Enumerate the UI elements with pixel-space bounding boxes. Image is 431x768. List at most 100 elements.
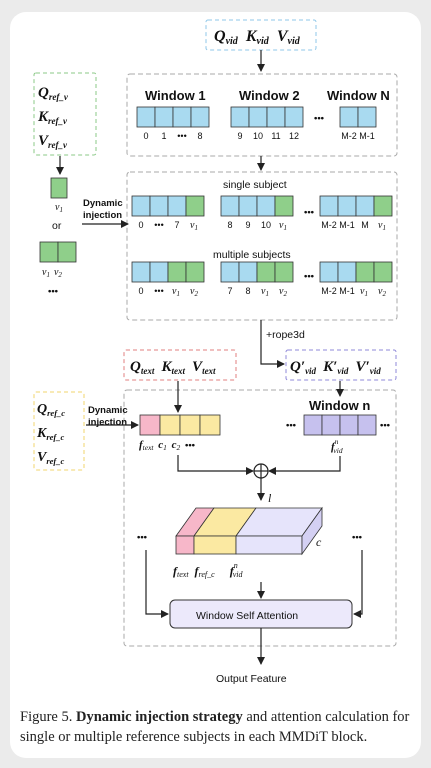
figure-card: Qvid Kvid Vvid Qref_v Kref_v Vref_v v1 o… <box>10 12 421 758</box>
single-subject-token <box>373 195 393 217</box>
single-subject-token-label: 8 <box>227 220 232 230</box>
caption-bold: Dynamic injection strategy <box>75 709 243 725</box>
window-token <box>230 106 250 128</box>
single-subject-token-label: M-1 <box>339 220 355 230</box>
window-self-attention-label: Window Self Attention <box>196 610 298 622</box>
single-subject-token <box>319 195 339 217</box>
rope3d-label: +rope3d <box>266 329 305 341</box>
ref-v-v: Vref_v <box>38 133 68 150</box>
arrow-rope3d <box>260 320 285 368</box>
multiple-subjects-token <box>274 261 294 283</box>
ref-token-v1 <box>50 177 68 199</box>
window-token-label: 12 <box>289 131 299 141</box>
caption-rest: and attention calculation for single or … <box>20 709 410 745</box>
tensor-dim-c: c <box>316 535 322 549</box>
multiple-subjects-token <box>355 261 375 283</box>
single-subject-token <box>167 195 187 217</box>
multiple-subjects-token-label: 7 <box>227 286 232 296</box>
single-subject-token <box>274 195 294 217</box>
video-window-group <box>126 73 398 157</box>
multiple-subjects-token-label: v2 <box>378 286 386 298</box>
diagram: Qvid Kvid Vvid Qref_v Kref_v Vref_v v1 o… <box>33 19 398 685</box>
multiple-subjects-token <box>256 261 276 283</box>
multiple-subjects-token-label: M-2 <box>321 286 337 296</box>
left-side-ellipsis: ••• <box>137 532 148 543</box>
multi-row-ellipsis: ••• <box>304 271 315 282</box>
ref-c-k: Kref_c <box>36 426 65 442</box>
window-token-label: 1 <box>161 131 166 141</box>
query-vid-label: Qvid Kvid Vvid <box>214 28 301 48</box>
window-token-label: 8 <box>197 131 202 141</box>
multiple-subjects-token <box>149 261 169 283</box>
window-token-label: M-1 <box>359 131 375 141</box>
multiple-subjects-token <box>373 261 393 283</box>
window-token <box>154 106 174 128</box>
single-subject-token <box>238 195 258 217</box>
output-feature-label: Output Feature <box>216 673 287 685</box>
vid-token-3 <box>339 414 359 436</box>
single-subject-title: single subject <box>223 179 287 191</box>
line-right-to-attention <box>353 550 363 618</box>
vid-token-4 <box>357 414 377 436</box>
multiple-subjects-token-label: v1 <box>360 286 368 298</box>
ref-c-v: Vref_c <box>37 450 65 466</box>
window-token <box>136 106 156 128</box>
caption-prefix: Figure 5. <box>20 709 73 725</box>
query-prime-label: Q′vid K′vid V′vid <box>290 359 381 378</box>
query-prime-box <box>285 349 397 381</box>
ref-token-v1-label: v1 <box>55 202 63 214</box>
multiple-subjects-token-label: v2 <box>190 286 198 298</box>
injection-group <box>126 171 398 321</box>
multiple-subjects-token-label: 0 <box>138 286 143 296</box>
window-row-ellipsis: ••• <box>314 113 325 124</box>
single-subject-token-label: 7 <box>174 220 179 230</box>
ref-v-box <box>33 72 97 156</box>
single-subject-token-label: M-2 <box>321 220 337 230</box>
window-n-small-title: Window n <box>309 398 370 413</box>
multiple-subjects-token-label: v1 <box>172 286 180 298</box>
multiple-subjects-token <box>319 261 339 283</box>
text-token-c1 <box>159 414 181 436</box>
window-token-label: ••• <box>177 131 186 141</box>
window-2-title: Window 2 <box>239 88 300 103</box>
window-token <box>248 106 268 128</box>
window-token <box>190 106 210 128</box>
single-subject-token <box>337 195 357 217</box>
line-vid-to-concat <box>268 456 341 475</box>
window-token <box>357 106 377 128</box>
multiple-subjects-token <box>185 261 205 283</box>
multiple-subjects-token-label: M-1 <box>339 286 355 296</box>
single-subject-token-label: v1 <box>378 220 386 232</box>
right-side-ellipsis: ••• <box>352 532 363 543</box>
ref-v-k: Kref_v <box>37 109 68 126</box>
window-token-label: M-2 <box>341 131 357 141</box>
text-token-ftext <box>139 414 161 436</box>
ref-token-multi-1 <box>39 241 59 263</box>
single-subject-token <box>131 195 151 217</box>
window-token <box>339 106 359 128</box>
tensor-block <box>175 506 323 556</box>
attention-group <box>123 389 397 647</box>
single-subject-token <box>149 195 169 217</box>
single-subject-token-label: 9 <box>245 220 250 230</box>
single-subject-token-label: v1 <box>279 220 287 232</box>
window-token <box>172 106 192 128</box>
vid-token-2 <box>321 414 341 436</box>
ref-c-q: Qref_c <box>37 402 65 418</box>
single-subject-token-label: 0 <box>138 220 143 230</box>
multiple-subjects-token-label: v1 <box>261 286 269 298</box>
window-1-title: Window 1 <box>145 88 206 103</box>
or-label: or <box>52 220 62 232</box>
window-token <box>284 106 304 128</box>
text-token-more <box>199 414 221 436</box>
query-text-label: Qtext Ktext Vtext <box>130 359 216 378</box>
window-n-title: Window N <box>327 88 390 103</box>
multiple-subjects-token <box>131 261 151 283</box>
